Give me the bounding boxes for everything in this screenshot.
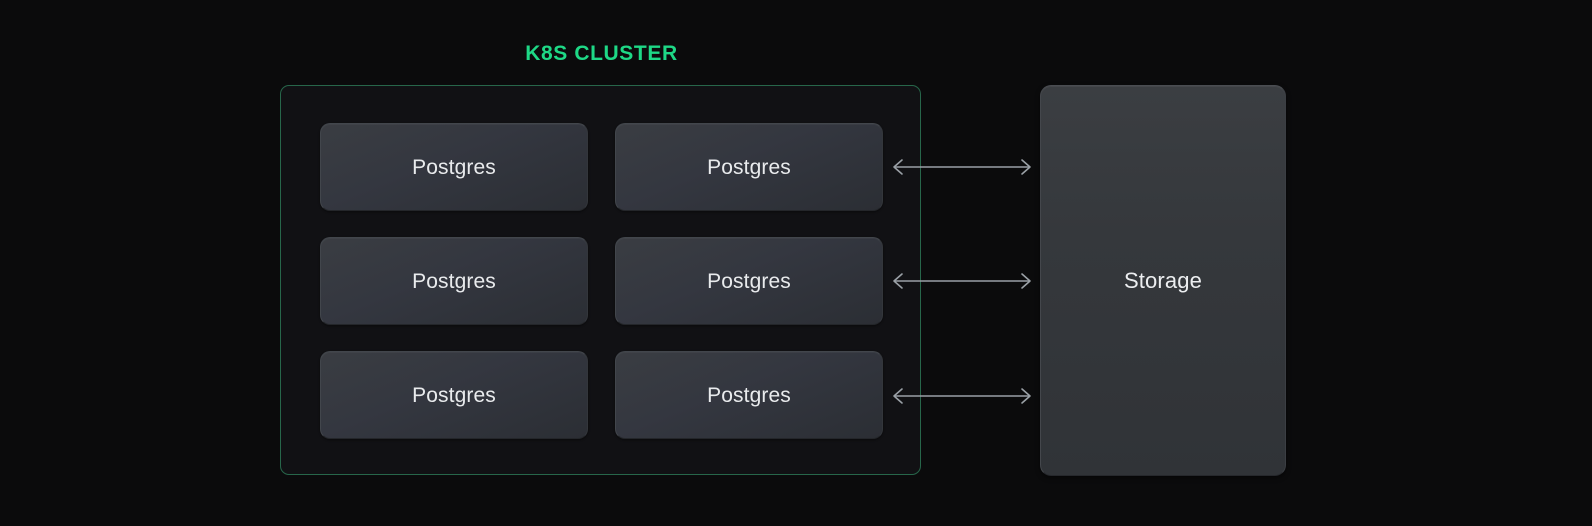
arrowhead-right-icon bbox=[1021, 159, 1031, 175]
storage-label: Storage bbox=[1123, 267, 1203, 293]
arrowhead-right-icon bbox=[1021, 388, 1031, 404]
pod-label: Postgres bbox=[412, 383, 496, 407]
pod-node-postgres-1[interactable]: Postgres bbox=[320, 123, 588, 211]
pod-node-postgres-5[interactable]: Postgres bbox=[320, 351, 588, 439]
pod-label: Postgres bbox=[707, 383, 791, 407]
pod-node-postgres-6[interactable]: Postgres bbox=[615, 351, 883, 439]
pod-node-postgres-4[interactable]: Postgres bbox=[615, 237, 883, 325]
storage-node[interactable]: Storage bbox=[1040, 85, 1286, 476]
arrowhead-right-icon bbox=[1021, 273, 1031, 289]
pod-label: Postgres bbox=[412, 269, 496, 293]
pod-grid: Postgres Postgres Postgres Postgres Post… bbox=[320, 123, 883, 439]
pod-label: Postgres bbox=[412, 155, 496, 179]
pod-node-postgres-2[interactable]: Postgres bbox=[615, 123, 883, 211]
pod-label: Postgres bbox=[707, 155, 791, 179]
pod-label: Postgres bbox=[707, 269, 791, 293]
cluster-title: K8S CLUSTER bbox=[525, 42, 678, 65]
pod-node-postgres-3[interactable]: Postgres bbox=[320, 237, 588, 325]
